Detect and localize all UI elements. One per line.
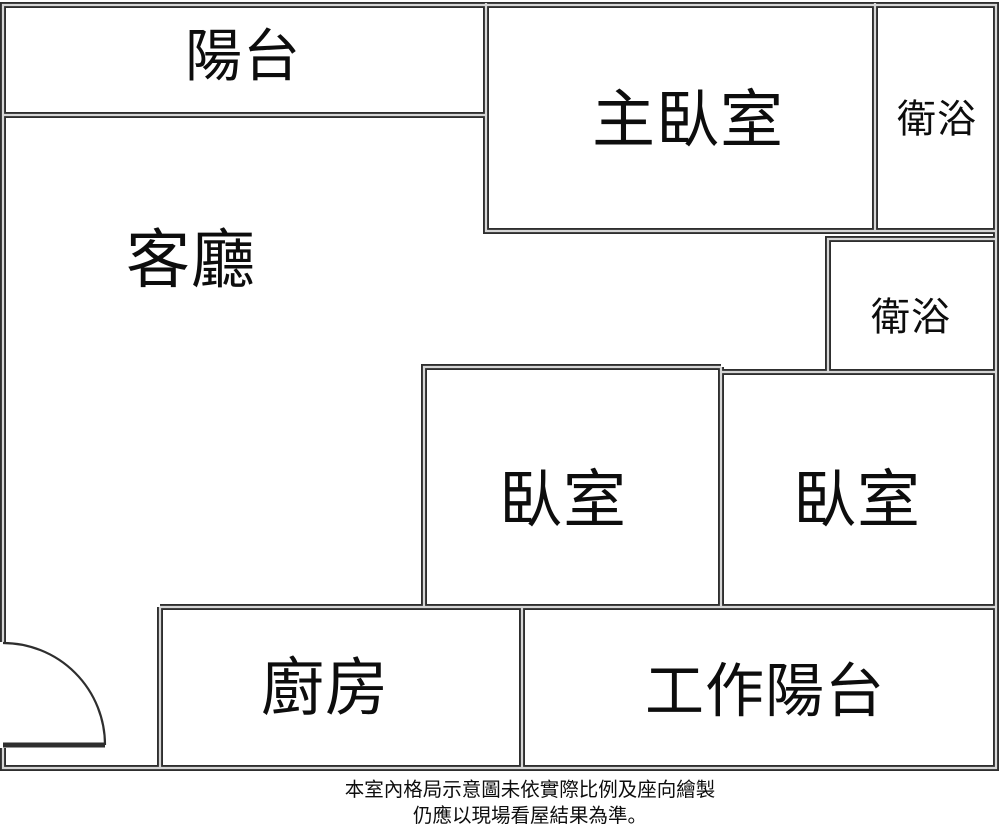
room-label-kitchen: 廚房 — [261, 651, 389, 725]
room-label-bathroom-mid: 衛浴 — [870, 295, 952, 341]
room-label-bedroom-right: 臥室 — [793, 463, 921, 537]
entry-door — [2, 641, 107, 748]
room-label-work-balcony: 工作陽台 — [644, 656, 886, 726]
outer-wall — [0, 2, 999, 771]
walls-dark-layer — [0, 2, 999, 771]
disclaimer-line-1: 本室內格局示意圖未依實際比例及座向繪製 — [344, 778, 716, 801]
room-label-bathroom-top: 衛浴 — [896, 97, 978, 143]
room-label-master-bedroom: 主臥室 — [592, 83, 784, 157]
disclaimer-line-2: 仍應以現場看屋結果為準。 — [412, 803, 648, 827]
room-label-bedroom-left: 臥室 — [499, 463, 627, 537]
door-swing-arc — [2, 641, 107, 746]
walls-core-layer — [1, 3, 998, 770]
room-label-living-room: 客廳 — [126, 224, 256, 298]
disclaimer-caption: 本室內格局示意圖未依實際比例及座向繪製 仍應以現場看屋結果為準。 — [345, 777, 716, 828]
room-label-balcony: 陽台 — [185, 23, 301, 90]
